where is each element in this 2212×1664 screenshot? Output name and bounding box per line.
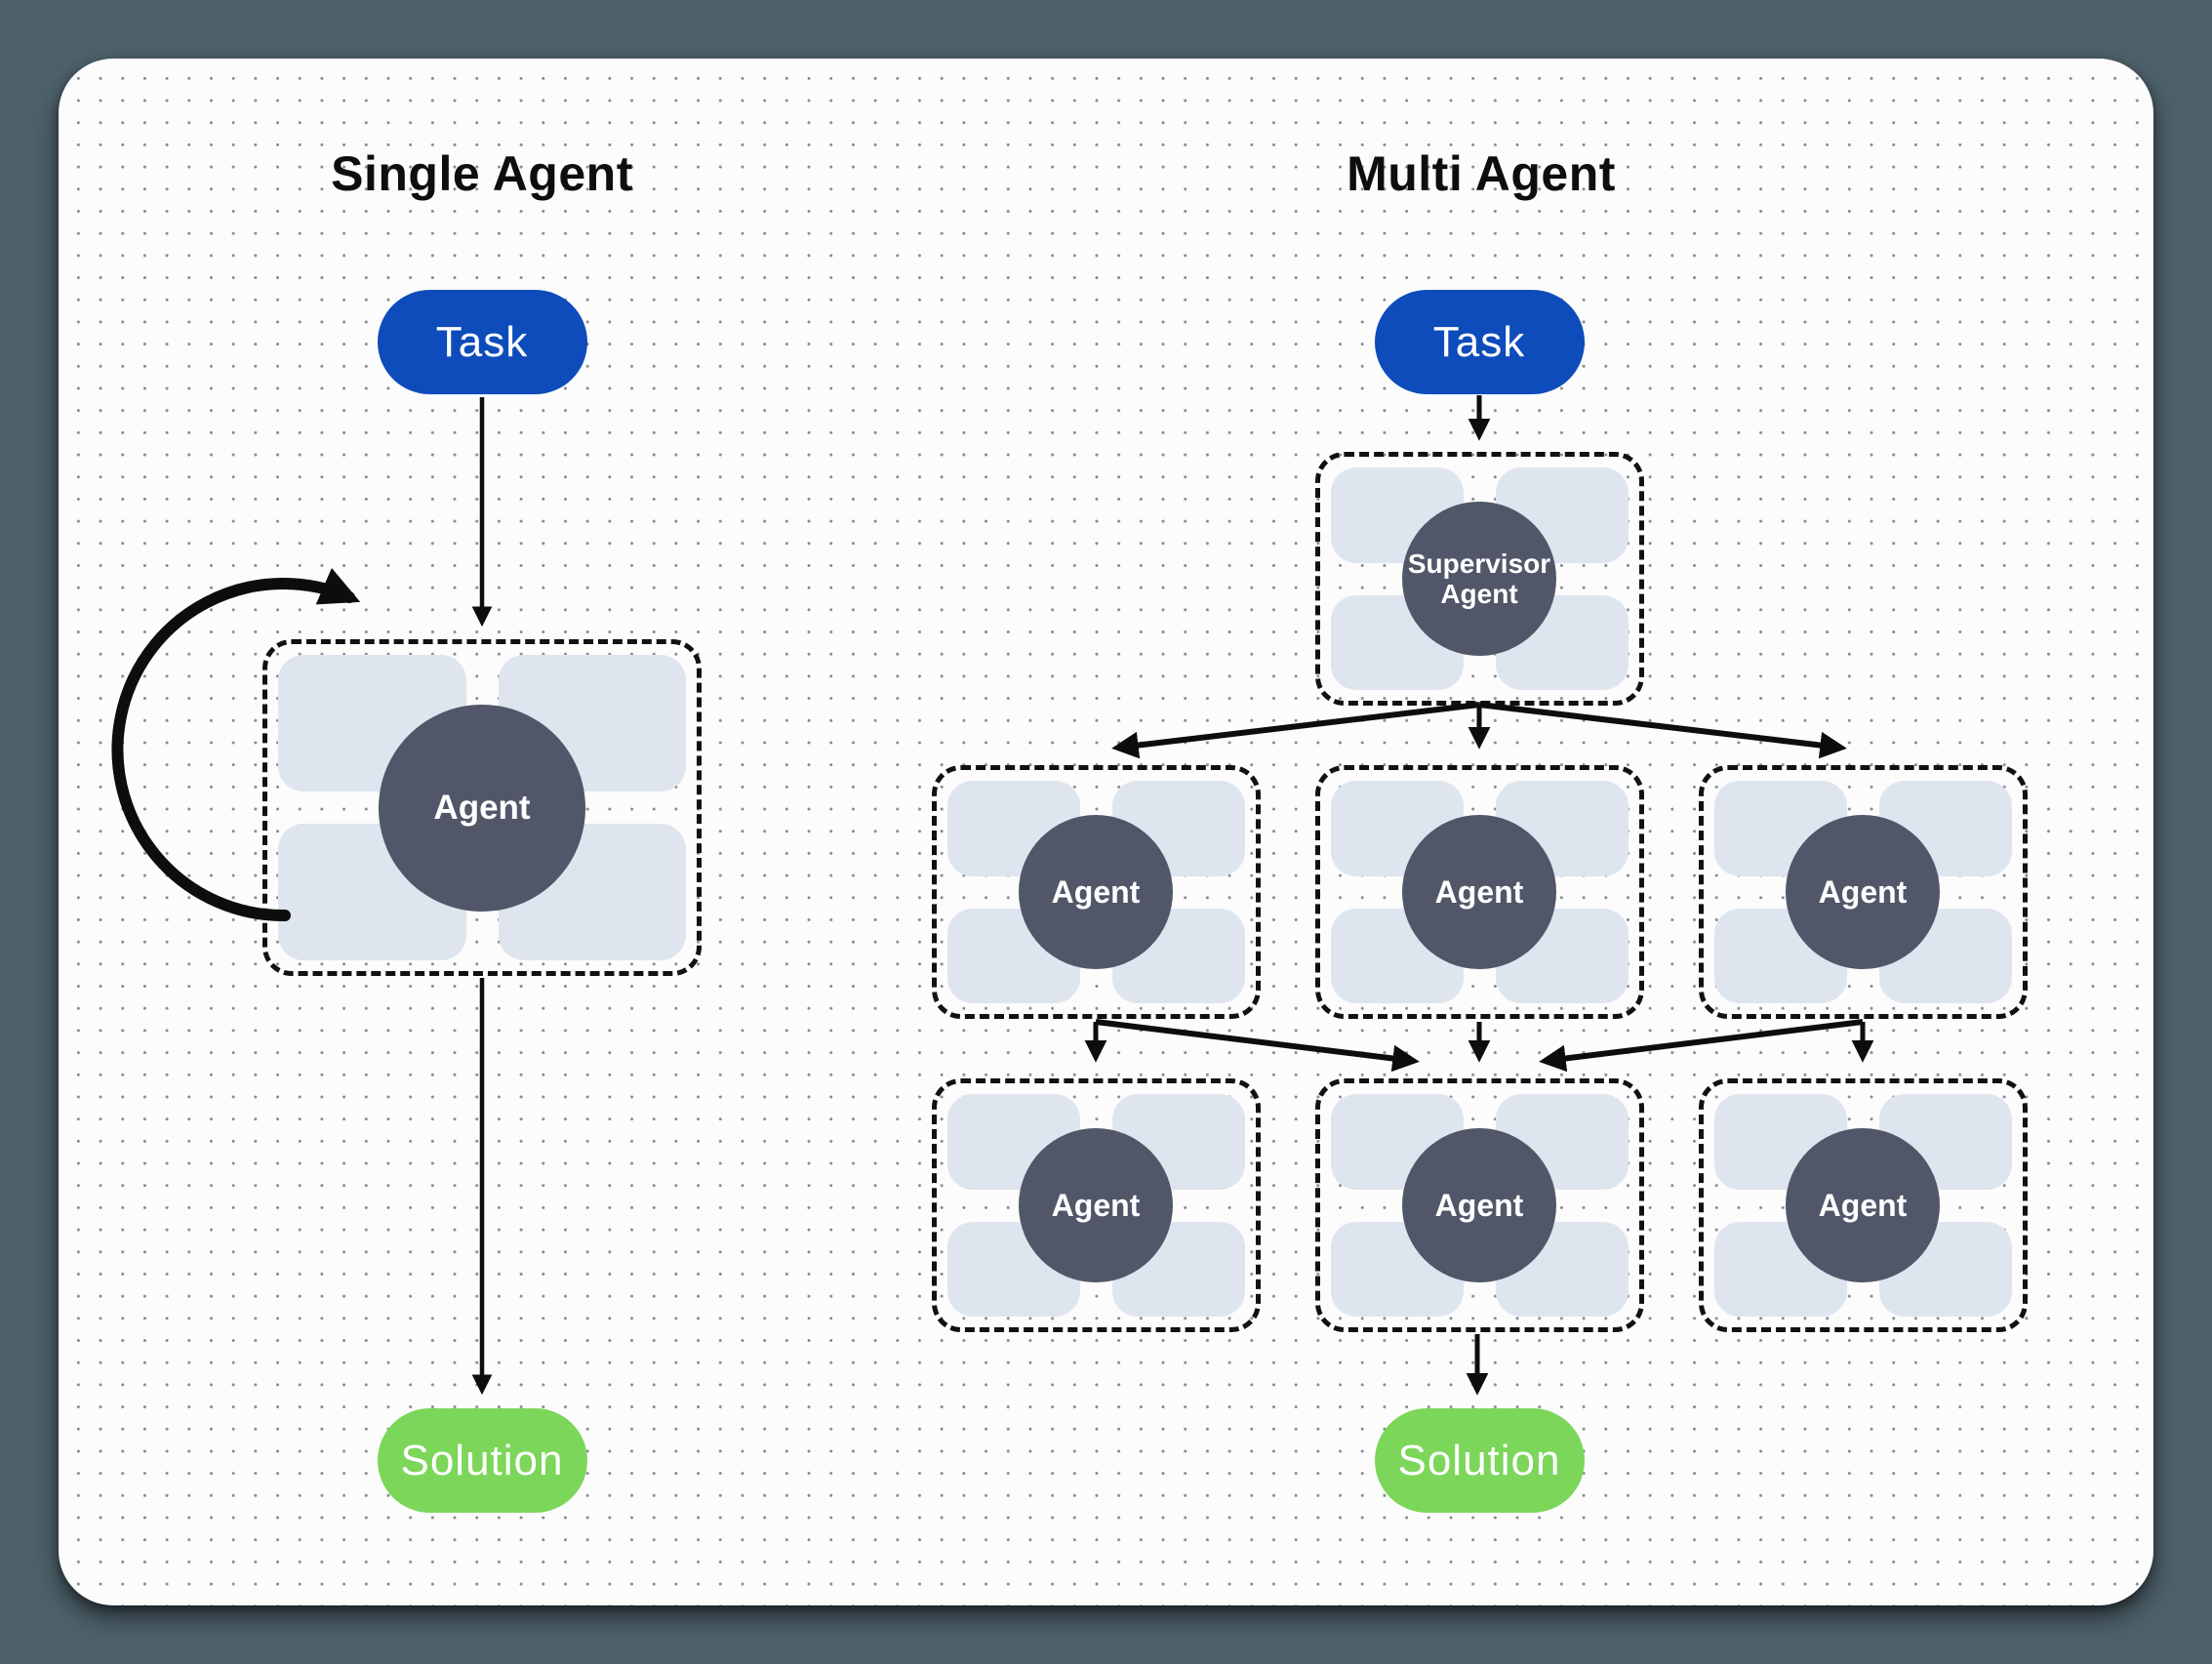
worker-agent-label: Agent xyxy=(1051,873,1141,910)
diagram-card: Single Agent Multi Agent Task Agent Solu… xyxy=(59,59,2153,1605)
worker-agent-box-row2-right: Agent xyxy=(1698,1078,2028,1332)
single-agent-box: Agent xyxy=(262,639,702,976)
single-agent-title: Single Agent xyxy=(331,146,633,201)
supervisor-label-line1: Supervisor xyxy=(1407,548,1551,579)
worker-agent-circle: Agent xyxy=(1019,1128,1173,1282)
single-agent-circle: Agent xyxy=(379,704,585,912)
multi-solution-pill: Solution xyxy=(1374,1408,1585,1513)
worker-agent-label: Agent xyxy=(1434,873,1524,910)
multi-task-label: Task xyxy=(1432,317,1526,366)
single-solution-label: Solution xyxy=(400,1436,564,1484)
worker-agent-box-row1-left: Agent xyxy=(931,765,1261,1019)
worker-agent-circle: Agent xyxy=(1019,815,1173,969)
single-task-pill: Task xyxy=(377,290,587,394)
single-agent-label: Agent xyxy=(433,788,531,827)
worker-agent-box-row1-middle: Agent xyxy=(1314,765,1644,1019)
single-task-label: Task xyxy=(435,317,529,366)
tool-grid xyxy=(1330,467,1629,690)
multi-solution-label: Solution xyxy=(1397,1436,1561,1484)
supervisor-agent-box: Supervisor Agent xyxy=(1314,452,1644,706)
worker-agent-box-row1-right: Agent xyxy=(1698,765,2028,1019)
single-solution-pill: Solution xyxy=(377,1408,587,1513)
worker-agent-box-row2-middle: Agent xyxy=(1314,1078,1644,1332)
worker-agent-label: Agent xyxy=(1051,1187,1141,1223)
multi-task-pill: Task xyxy=(1374,290,1585,394)
worker-agent-label: Agent xyxy=(1818,873,1908,910)
supervisor-label-line2: Agent xyxy=(1440,579,1518,609)
multi-agent-title: Multi Agent xyxy=(1347,146,1616,201)
worker-agent-circle: Agent xyxy=(1402,815,1556,969)
worker-agent-circle: Agent xyxy=(1402,1128,1556,1282)
supervisor-agent-circle: Supervisor Agent xyxy=(1402,502,1556,656)
worker-agent-label: Agent xyxy=(1818,1187,1908,1223)
worker-agent-label: Agent xyxy=(1434,1187,1524,1223)
worker-agent-circle: Agent xyxy=(1786,1128,1940,1282)
worker-agent-circle: Agent xyxy=(1786,815,1940,969)
worker-agent-box-row2-left: Agent xyxy=(931,1078,1261,1332)
